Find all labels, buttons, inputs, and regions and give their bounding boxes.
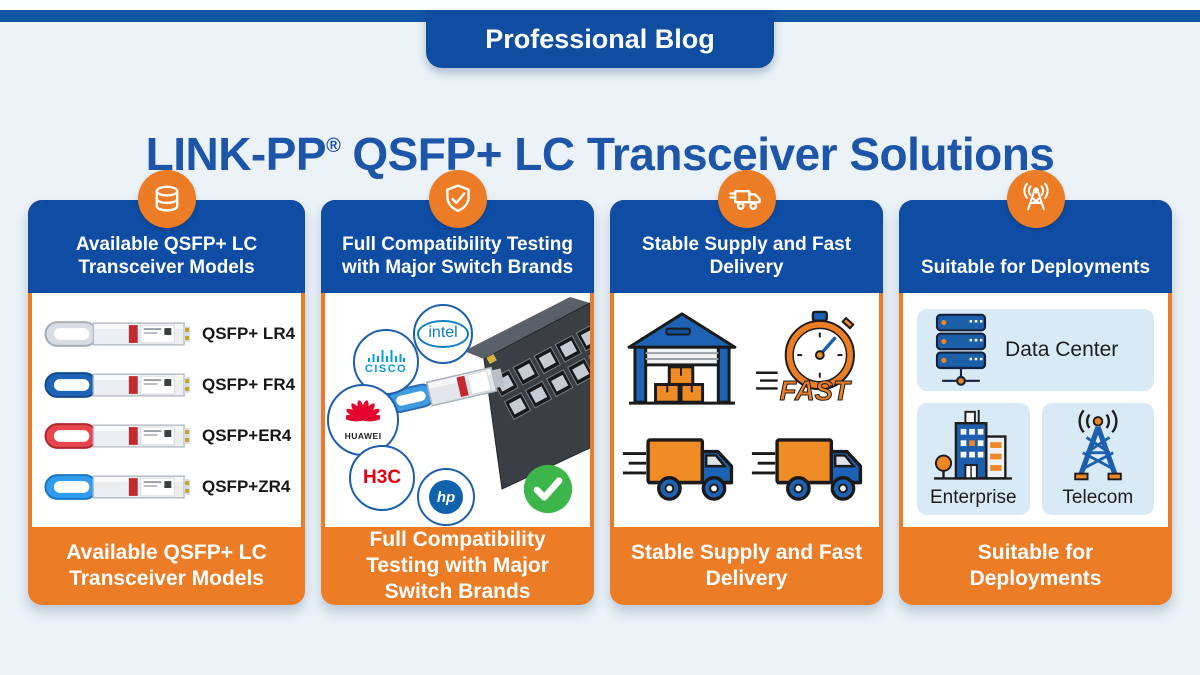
fast-label: FAST — [779, 375, 851, 406]
card-compatibility-body: intel CISCO — [325, 293, 591, 527]
deployment-label: Enterprise — [929, 487, 1017, 508]
deployment-label: Data Center — [1005, 338, 1119, 361]
card-models-header: Available QSFP+ LC Transceiver Models — [28, 200, 306, 293]
model-label: QSFP+ER4 — [202, 425, 292, 445]
card-compatibility-footer-text: Full Compatibility Testing with Major Sw… — [366, 528, 549, 604]
office-building-icon — [934, 409, 1013, 480]
list-item: QSFP+ER4 — [44, 410, 295, 461]
cisco-logo: CISCO — [364, 363, 408, 375]
cards-row: Available QSFP+ LC Transceiver Models — [28, 170, 1173, 606]
transceiver-er4-image — [44, 422, 191, 449]
supply-grid: FAST — [614, 293, 879, 527]
card-supply-footer-text: Stable Supply and Fast Delivery — [631, 541, 863, 591]
blog-banner-label: Professional Blog — [485, 23, 715, 54]
fast-truck-icon — [751, 438, 862, 501]
card-supply-header-text: Stable Supply and Fast Delivery — [642, 234, 852, 279]
list-item: QSFP+ZR4 — [44, 461, 295, 512]
shield-check-glyph — [445, 184, 470, 212]
database-icon — [137, 170, 196, 228]
telecom-tower-icon — [1074, 409, 1122, 481]
huawei-flower-icon — [346, 399, 381, 421]
brand-intel: intel — [413, 304, 474, 364]
tile-data-center: Data Center — [917, 309, 1155, 391]
card-supply: Stable Supply and Fast Delivery — [610, 170, 884, 606]
h3c-logo: H3C — [363, 467, 402, 488]
card-deployments-header-text: Suitable for Deployments — [920, 257, 1151, 279]
card-compatibility-header-text: Full Compatibility Testing with Major Sw… — [341, 234, 574, 279]
registered-mark: ® — [326, 134, 341, 157]
page-title: LINK-PP®QSFP+ LC Transceiver Solutions — [0, 127, 1200, 181]
huawei-logo: HUAWEI — [344, 430, 382, 441]
card-models-header-text: Available QSFP+ LC Transceiver Models — [75, 234, 258, 279]
card-deployments-footer: Suitable for Deployments — [899, 527, 1172, 605]
card-models: Available QSFP+ LC Transceiver Models — [28, 170, 306, 606]
delivery-truck-icon — [717, 170, 776, 228]
database-glyph — [155, 185, 178, 212]
warehouse-icon — [627, 312, 737, 405]
deployment-label: Telecom — [1062, 487, 1134, 508]
blog-banner: Professional Blog — [426, 10, 774, 68]
antenna-glyph — [1022, 182, 1049, 211]
model-label: QSFP+ FR4 — [202, 374, 296, 394]
tile-enterprise: Enterprise — [917, 403, 1030, 515]
transceiver-fr4-image — [44, 371, 191, 398]
deployment-tiles: Data Center — [903, 293, 1168, 527]
transceiver-lr4-image — [44, 320, 191, 347]
card-compatibility-footer: Full Compatibility Testing with Major Sw… — [321, 527, 594, 605]
card-deployments: Suitable for Deployments — [899, 170, 1173, 606]
card-models-footer-text: Available QSFP+ LC Transceiver Models — [66, 541, 267, 591]
brand-hp: hp — [417, 468, 476, 526]
hp-logo: hp — [429, 480, 464, 514]
list-item: QSFP+ LR4 — [44, 308, 295, 359]
brand-h3c: H3C — [349, 445, 416, 511]
title-rest: QSFP+ LC Transceiver Solutions — [352, 127, 1055, 180]
fast-stopwatch-icon: FAST — [755, 310, 855, 407]
card-supply-footer: Stable Supply and Fast Delivery — [610, 527, 883, 605]
network-switch-image — [462, 293, 591, 491]
card-deployments-body: Data Center — [903, 293, 1169, 527]
card-supply-body: FAST — [614, 293, 880, 527]
green-check-icon — [522, 463, 574, 515]
model-label: QSFP+ZR4 — [202, 476, 291, 496]
brand-huawei: HUAWEI — [327, 384, 400, 456]
card-models-body: QSFP+ LR4 — [32, 293, 302, 527]
tile-telecom: Telecom — [1041, 403, 1155, 515]
network-switch-svg — [464, 297, 591, 490]
antenna-icon — [1006, 170, 1065, 228]
fast-truck-icon — [623, 438, 734, 501]
card-compatibility: Full Compatibility Testing with Major Sw… — [321, 170, 595, 606]
top-margin — [0, 0, 1200, 10]
transceiver-list: QSFP+ LR4 — [32, 293, 301, 512]
list-item: QSFP+ FR4 — [44, 359, 295, 410]
shield-check-icon — [428, 170, 487, 228]
model-label: QSFP+ LR4 — [202, 323, 296, 343]
card-models-footer: Available QSFP+ LC Transceiver Models — [28, 527, 305, 605]
green-check-svg — [523, 464, 573, 514]
server-rack-icon — [935, 313, 987, 386]
deployment-tiles-row: Enterprise — [917, 403, 1155, 515]
delivery-truck-glyph — [728, 189, 761, 210]
cisco-bars-icon — [368, 350, 406, 362]
card-deployments-footer-text: Suitable for Deployments — [969, 541, 1102, 591]
intel-logo: intel — [417, 320, 469, 348]
transceiver-zr4-image — [44, 473, 191, 500]
